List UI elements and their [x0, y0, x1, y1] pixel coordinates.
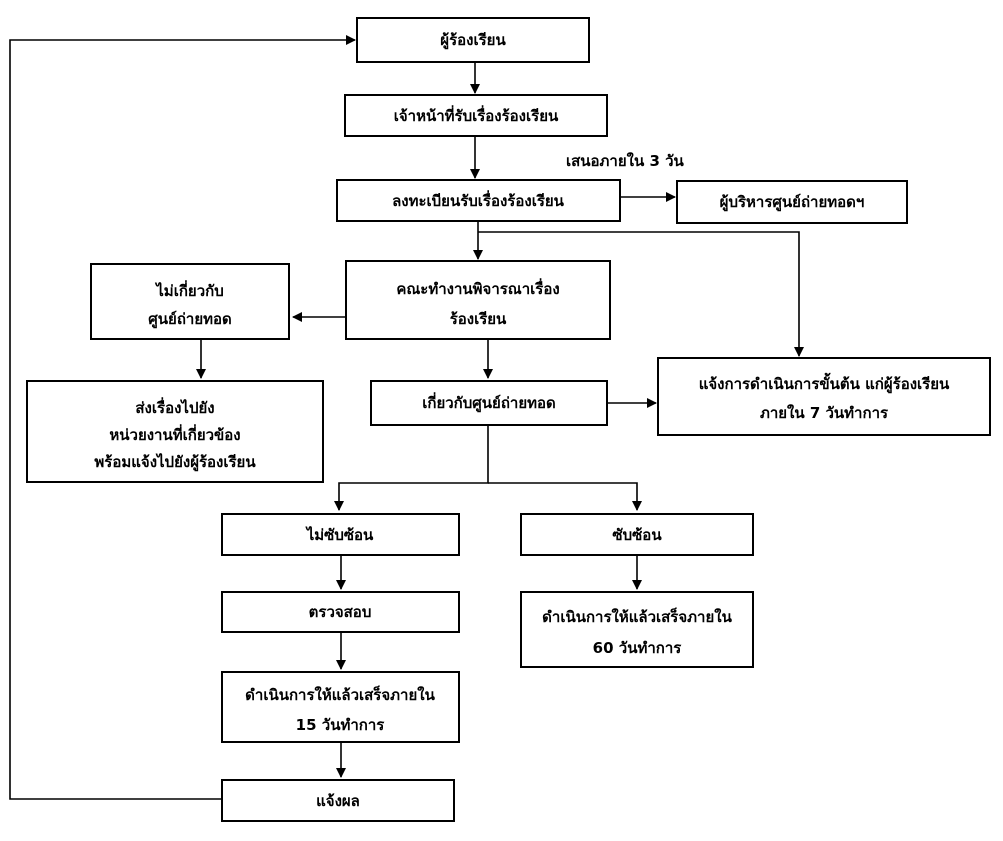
- node-initial-notice-line-1: แจ้งการดำเนินการขั้นต้น แก่ผู้ร้องเรียน: [699, 372, 950, 394]
- node-not-related-line-1: ไม่เกี่ยวกับ: [154, 280, 223, 300]
- node-working-group: คณะทำงานพิจารณาเรื่อง ร้องเรียน: [345, 260, 611, 340]
- node-working-group-line-1: คณะทำงานพิจารณาเรื่อง: [396, 278, 559, 298]
- node-notify-result-label: แจ้งผล: [316, 792, 360, 810]
- connector-related-split: [334, 425, 489, 511]
- node-receiving-officer: เจ้าหน้าที่รับเรื่องร้องเรียน: [344, 94, 608, 137]
- node-complete-60-line-2: 60 วันทำการ: [593, 639, 683, 657]
- node-initial-notice: แจ้งการดำเนินการขั้นต้น แก่ผู้ร้องเรียน …: [657, 357, 991, 436]
- node-initial-notice-line-2: ภายใน 7 วันทำการ: [760, 404, 889, 422]
- arrow-register-to-initial-notice: [478, 231, 804, 357]
- node-notify-result: แจ้งผล: [221, 779, 455, 822]
- node-not-related-line-2: ศูนย์ถ่ายทอด: [148, 310, 232, 329]
- node-complainant-label: ผู้ร้องเรียน: [440, 31, 506, 50]
- node-not-overlapping: ไม่ซับซ้อน: [221, 513, 460, 556]
- node-working-group-line-2: ร้องเรียน: [450, 310, 507, 328]
- arrow-split-to-overlapping: [488, 482, 642, 511]
- submit-within-label: เสนอภายใน 3 วัน: [566, 152, 685, 170]
- node-complete-60-line-1: ดำเนินการให้แล้วเสร็จภายใน: [542, 607, 732, 626]
- node-register: ลงทะเบียนรับเรื่องร้องเรียน: [336, 179, 621, 222]
- node-forward-line-1: ส่งเรื่องไปยัง: [135, 397, 214, 417]
- node-overlapping-label: ซับซ้อน: [612, 526, 662, 544]
- node-related: เกี่ยวกับศูนย์ถ่ายทอด: [370, 380, 608, 426]
- node-register-label: ลงทะเบียนรับเรื่องร้องเรียน: [392, 190, 565, 210]
- node-complete-15-line-1: ดำเนินการให้แล้วเสร็จภายใน: [245, 685, 435, 704]
- arrow-notify-back-to-complainant: [9, 35, 356, 800]
- node-complete-15-line-2: 15 วันทำการ: [296, 716, 386, 734]
- node-inspect: ตรวจสอบ: [221, 591, 460, 633]
- connectors: [9, 35, 804, 800]
- node-forward-line-3: พร้อมแจ้งไปยังผู้ร้องเรียน: [94, 452, 256, 472]
- node-overlapping: ซับซ้อน: [520, 513, 754, 556]
- node-complete-15: ดำเนินการให้แล้วเสร็จภายใน 15 วันทำการ: [221, 671, 460, 743]
- node-complainant: ผู้ร้องเรียน: [356, 17, 590, 63]
- node-not-overlapping-label: ไม่ซับซ้อน: [305, 525, 374, 544]
- node-forward-line-2: หน่วยงานที่เกี่ยวข้อง: [109, 424, 240, 444]
- node-related-label: เกี่ยวกับศูนย์ถ่ายทอด: [422, 392, 556, 413]
- node-complete-60: ดำเนินการให้แล้วเสร็จภายใน 60 วันทำการ: [520, 591, 754, 668]
- node-forward: ส่งเรื่องไปยัง หน่วยงานที่เกี่ยวข้อง พร้…: [26, 380, 324, 483]
- node-not-related: ไม่เกี่ยวกับ ศูนย์ถ่ายทอด: [90, 263, 290, 340]
- node-inspect-label: ตรวจสอบ: [309, 603, 372, 621]
- node-center-director-label: ผู้บริหารศูนย์ถ่ายทอดฯ: [720, 193, 865, 212]
- node-receiving-officer-label: เจ้าหน้าที่รับเรื่องร้องเรียน: [394, 105, 559, 125]
- node-center-director: ผู้บริหารศูนย์ถ่ายทอดฯ: [676, 180, 908, 224]
